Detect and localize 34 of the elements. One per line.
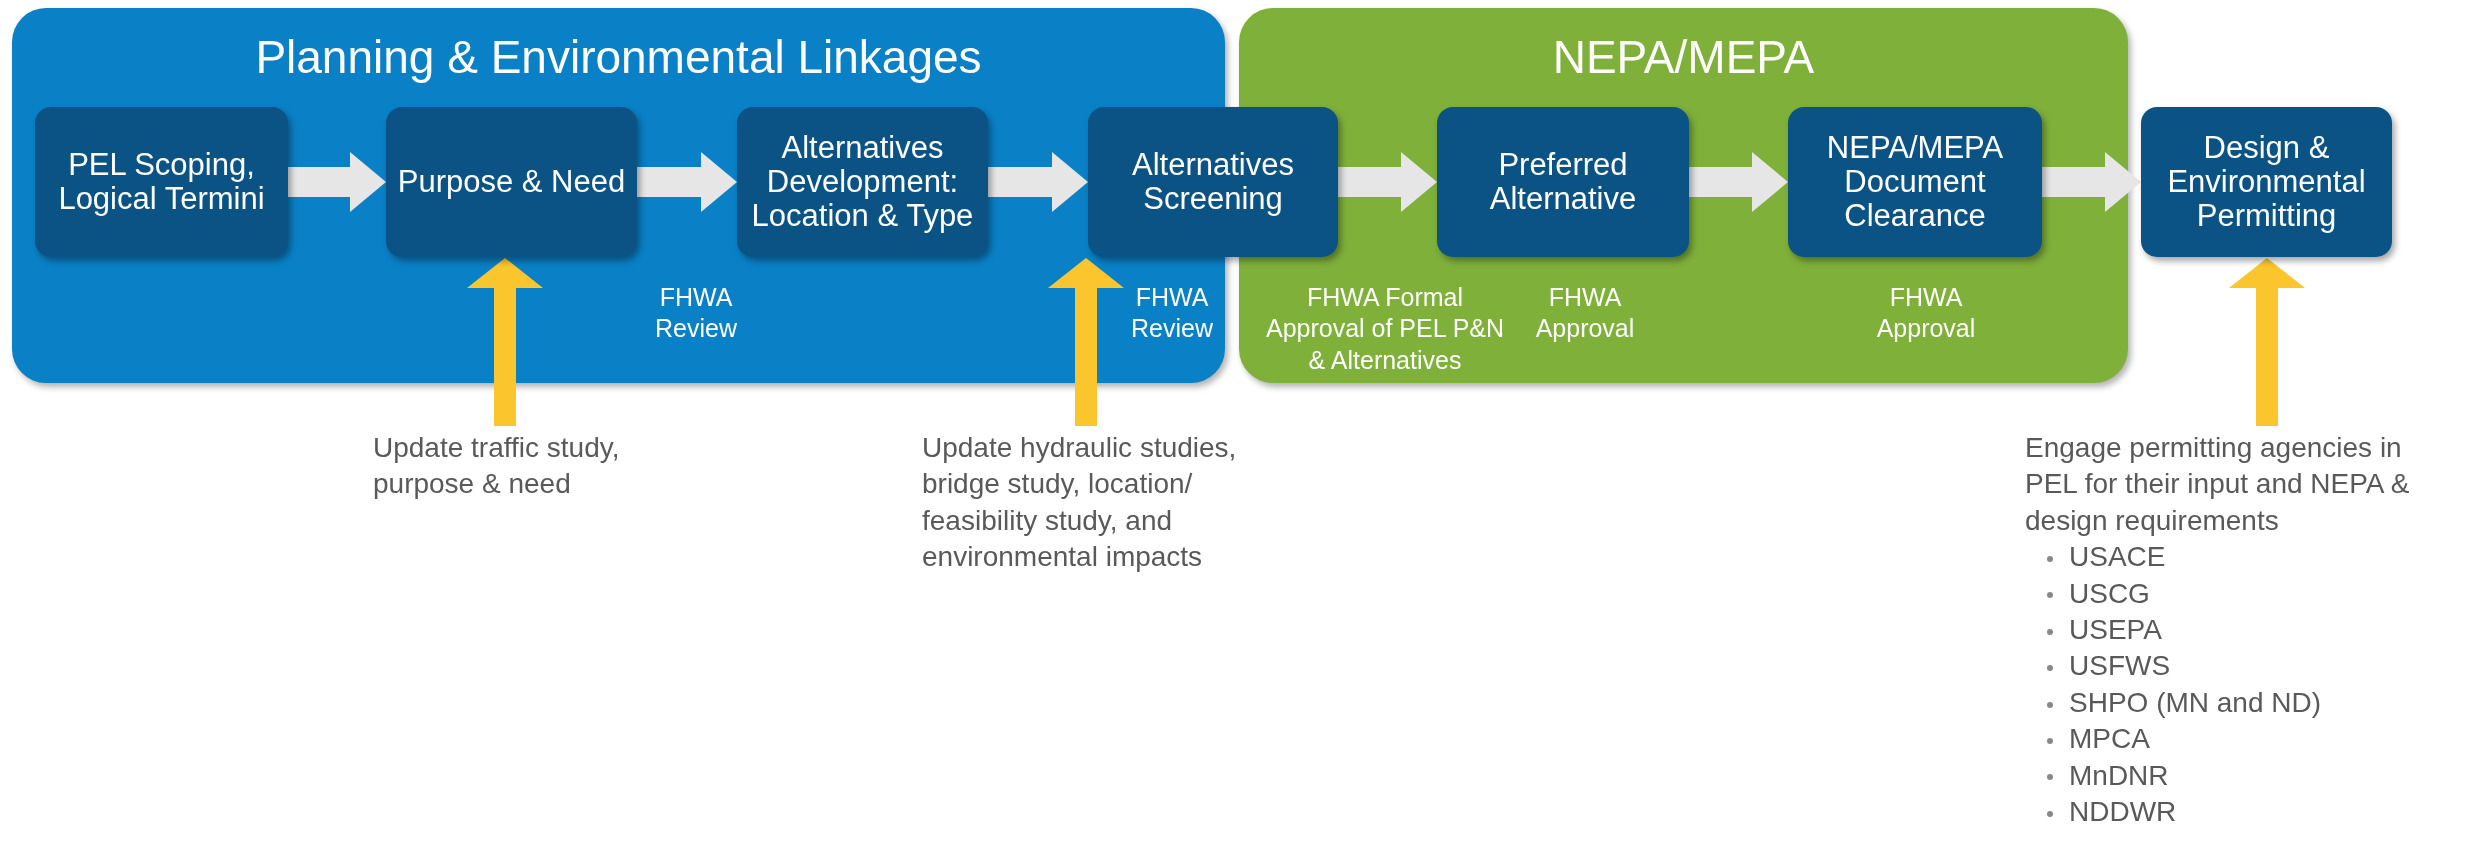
process-box: Purpose & Need <box>386 107 637 257</box>
arrow <box>637 152 737 212</box>
process-box: Design & Environmental Permitting <box>2141 107 2392 257</box>
list-item: MPCA <box>2025 721 2433 758</box>
list-item: MnDNR <box>2025 757 2433 794</box>
review-note: FHWA Formal Approval of PEL P&N & Alternatives <box>1265 282 1505 376</box>
phase-title: Planning & Environmental Linkages <box>254 30 983 84</box>
arrow <box>988 152 1088 212</box>
review-note: FHWA Approval <box>1875 282 1977 345</box>
process-box: PEL Scoping, Logical Termini <box>35 107 288 257</box>
review-note: FHWA Review <box>654 282 738 345</box>
note-paragraph: Engage permitting agencies in PEL for their input and NEPA & design requirements <box>2025 431 2411 538</box>
arrow <box>288 152 386 212</box>
list-item: USACE <box>2025 539 2433 576</box>
process-box: Alternatives Development: Location & Type <box>737 107 988 257</box>
list-item: USFWS <box>2025 648 2433 685</box>
arrow <box>1689 152 1788 212</box>
list-item: NDDWR <box>2025 793 2433 831</box>
note-paragraph: Update traffic study, purpose & need <box>373 431 621 502</box>
list-item: SHPO (MN and ND) <box>2025 684 2433 722</box>
review-note: FHWA Review <box>1130 282 1214 345</box>
arrow <box>1048 258 1124 426</box>
note-paragraph: Update hydraulic studies, bridge study, location/ feasibility study, and environmental impacts <box>922 431 1238 575</box>
process-box: Alternatives Screening <box>1088 107 1338 257</box>
arrow <box>467 258 543 426</box>
review-note: FHWA Approval <box>1534 282 1636 345</box>
process-box: Preferred Alternative <box>1437 107 1689 257</box>
list-item: USEPA <box>2025 611 2433 649</box>
phase-title: NEPA/MEPA <box>1551 30 1816 84</box>
process-box: NEPA/MEPA Document Clearance <box>1788 107 2042 257</box>
arrow <box>2229 258 2305 426</box>
list-item: USCG <box>2025 575 2433 612</box>
arrow <box>2042 152 2141 212</box>
arrow <box>1338 152 1437 212</box>
